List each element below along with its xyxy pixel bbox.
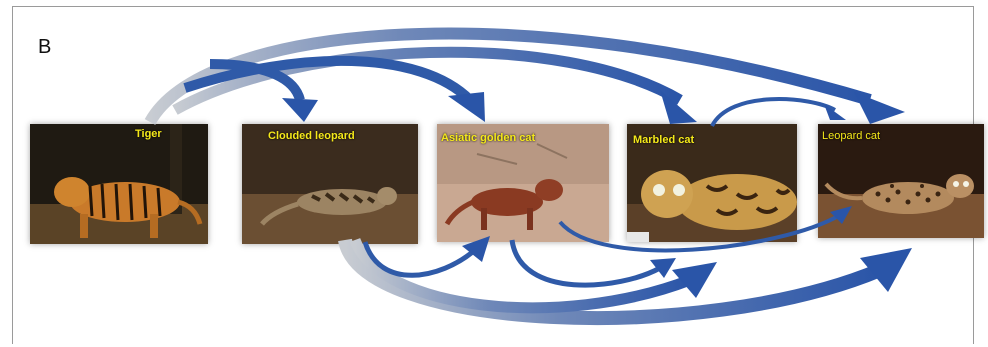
label-asiatic-golden-cat: Asiatic golden cat xyxy=(441,132,535,144)
label-tiger: Tiger xyxy=(135,128,162,140)
photo-tiger: Tiger xyxy=(30,124,208,244)
label-leopard-cat: Leopard cat xyxy=(822,130,880,142)
photo-clouded-leopard: Clouded leopard xyxy=(242,124,418,244)
panel-letter: B xyxy=(38,36,51,59)
photo-leopard-cat: Leopard cat xyxy=(818,124,984,238)
photo-asiatic-golden-cat: Asiatic golden cat xyxy=(437,124,609,242)
label-marbled-cat: Marbled cat xyxy=(633,134,694,146)
photo-marbled-cat: Marbled cat xyxy=(627,124,797,242)
clouded-leopard-image xyxy=(242,124,418,244)
tiger-image xyxy=(30,124,208,244)
label-clouded-leopard: Clouded leopard xyxy=(268,130,355,142)
